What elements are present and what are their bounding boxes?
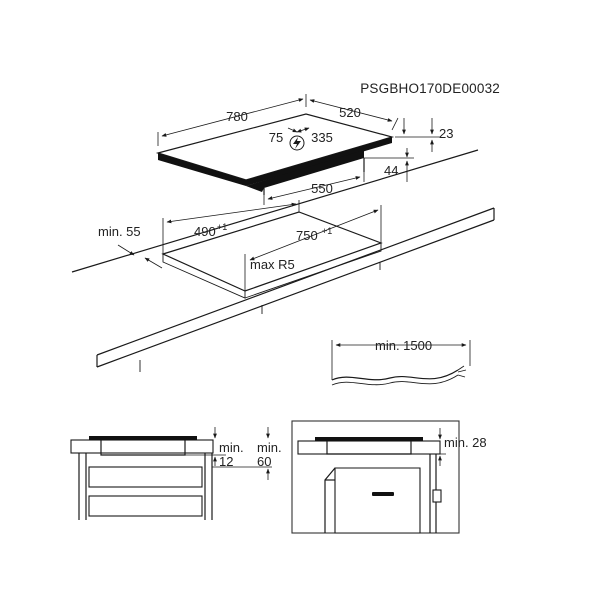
worktop-front-edge (96, 207, 495, 356)
worktop-cutout: min. 55 490 +1 750 +1 max R5 (71, 149, 495, 372)
dim-44: 44 (384, 163, 398, 178)
hob-thickness-edge (158, 153, 246, 186)
worktop-back-edge (71, 149, 479, 273)
dim-min-1500: min. 1500 (375, 338, 432, 353)
dim-490-tolerance: +1 (217, 222, 227, 232)
dim-490: 490 (194, 224, 216, 239)
dim-min-12-label: min. (219, 440, 244, 455)
dim-750-tolerance: +1 (322, 226, 332, 236)
oven-body (334, 467, 421, 534)
dim-min-28: min. 28 (444, 435, 487, 450)
left-hob-glass (89, 436, 197, 440)
dim-23: 23 (439, 126, 453, 141)
dim-max-r5: max R5 (250, 257, 295, 272)
dim-min-60-label: min. (257, 440, 282, 455)
right-worktop (297, 440, 441, 455)
dim-780: 780 (226, 109, 248, 124)
document-code: PSGBHO170DE00032 (360, 81, 500, 96)
dim-550: 550 (311, 181, 333, 196)
left-worktop (70, 439, 214, 454)
hob-top-view: 780 520 75 335 23 44 550 (155, 94, 453, 205)
dim-min-12-value: 12 (219, 454, 233, 469)
hob-body (246, 150, 364, 192)
dim-min-55: min. 55 (98, 224, 141, 239)
side-view-right: min. 28 (291, 420, 487, 534)
power-cable: min. 1500 (331, 338, 471, 386)
dim-750: 750 (296, 228, 318, 243)
dim-520: 520 (339, 105, 361, 120)
dim-min-60-value: 60 (257, 454, 271, 469)
cable-line (331, 369, 459, 381)
dim-75: 75 (269, 130, 283, 145)
dim-335: 335 (311, 130, 333, 145)
side-view-left: min. 12 min. 60 (70, 427, 282, 520)
